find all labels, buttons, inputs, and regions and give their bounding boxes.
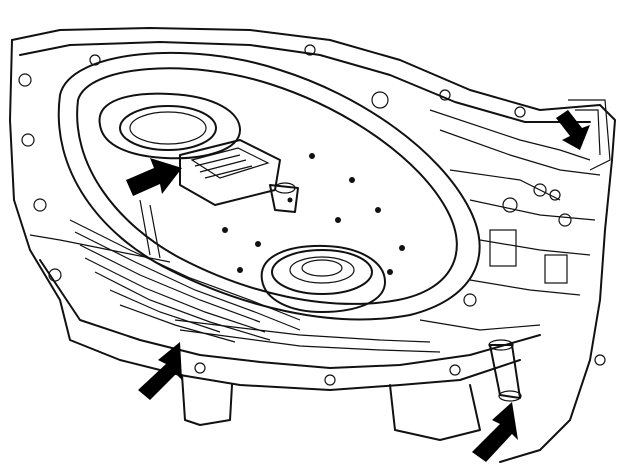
valve-body-detail [371, 89, 611, 331]
arrow-upper-right [556, 110, 590, 150]
arrow-connector [126, 158, 182, 196]
upper-boss [98, 92, 241, 160]
perimeter-bosses [18, 44, 606, 386]
bolt-holes [222, 153, 405, 275]
arrow-lower-right [472, 402, 518, 462]
pipe-fitting [488, 339, 522, 402]
arrow-lower-left [138, 342, 182, 400]
oval-cover-plate [57, 51, 481, 321]
lower-boss [260, 244, 386, 313]
housing-flange [9, 27, 616, 463]
lower-channels [69, 199, 441, 353]
connector-block [179, 139, 299, 213]
